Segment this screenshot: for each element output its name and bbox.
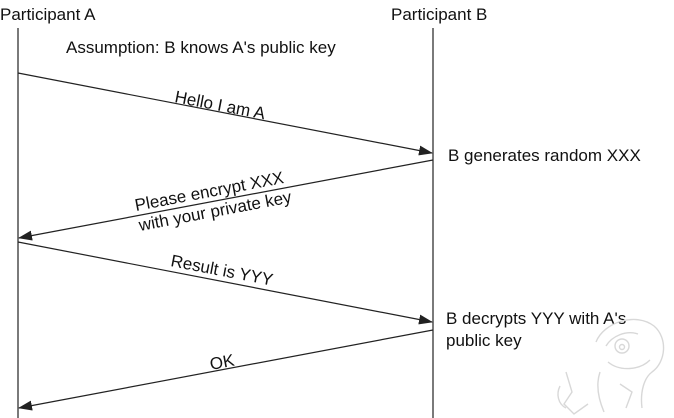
mascot-watermark-icon <box>557 318 665 415</box>
participant-a-label: Participant A <box>0 5 96 24</box>
message-label-result: Result is YYY <box>169 251 274 289</box>
message-label-ok: OK <box>208 351 236 374</box>
participant-b-label: Participant B <box>391 5 487 24</box>
message-arrow-result <box>17 241 433 325</box>
message-arrow-ok <box>18 329 434 411</box>
message-arrow-hello <box>17 72 433 156</box>
message-label-hello: Hello I am A <box>173 87 267 123</box>
note-generates-random: B generates random XXX <box>448 146 641 165</box>
note-decrypts-line1: B decrypts YYY with A's <box>446 309 626 328</box>
message-arrow-encrypt <box>18 159 434 241</box>
note-decrypts-line2: public key <box>446 331 522 350</box>
assumption-text: Assumption: B knows A's public key <box>66 38 336 57</box>
